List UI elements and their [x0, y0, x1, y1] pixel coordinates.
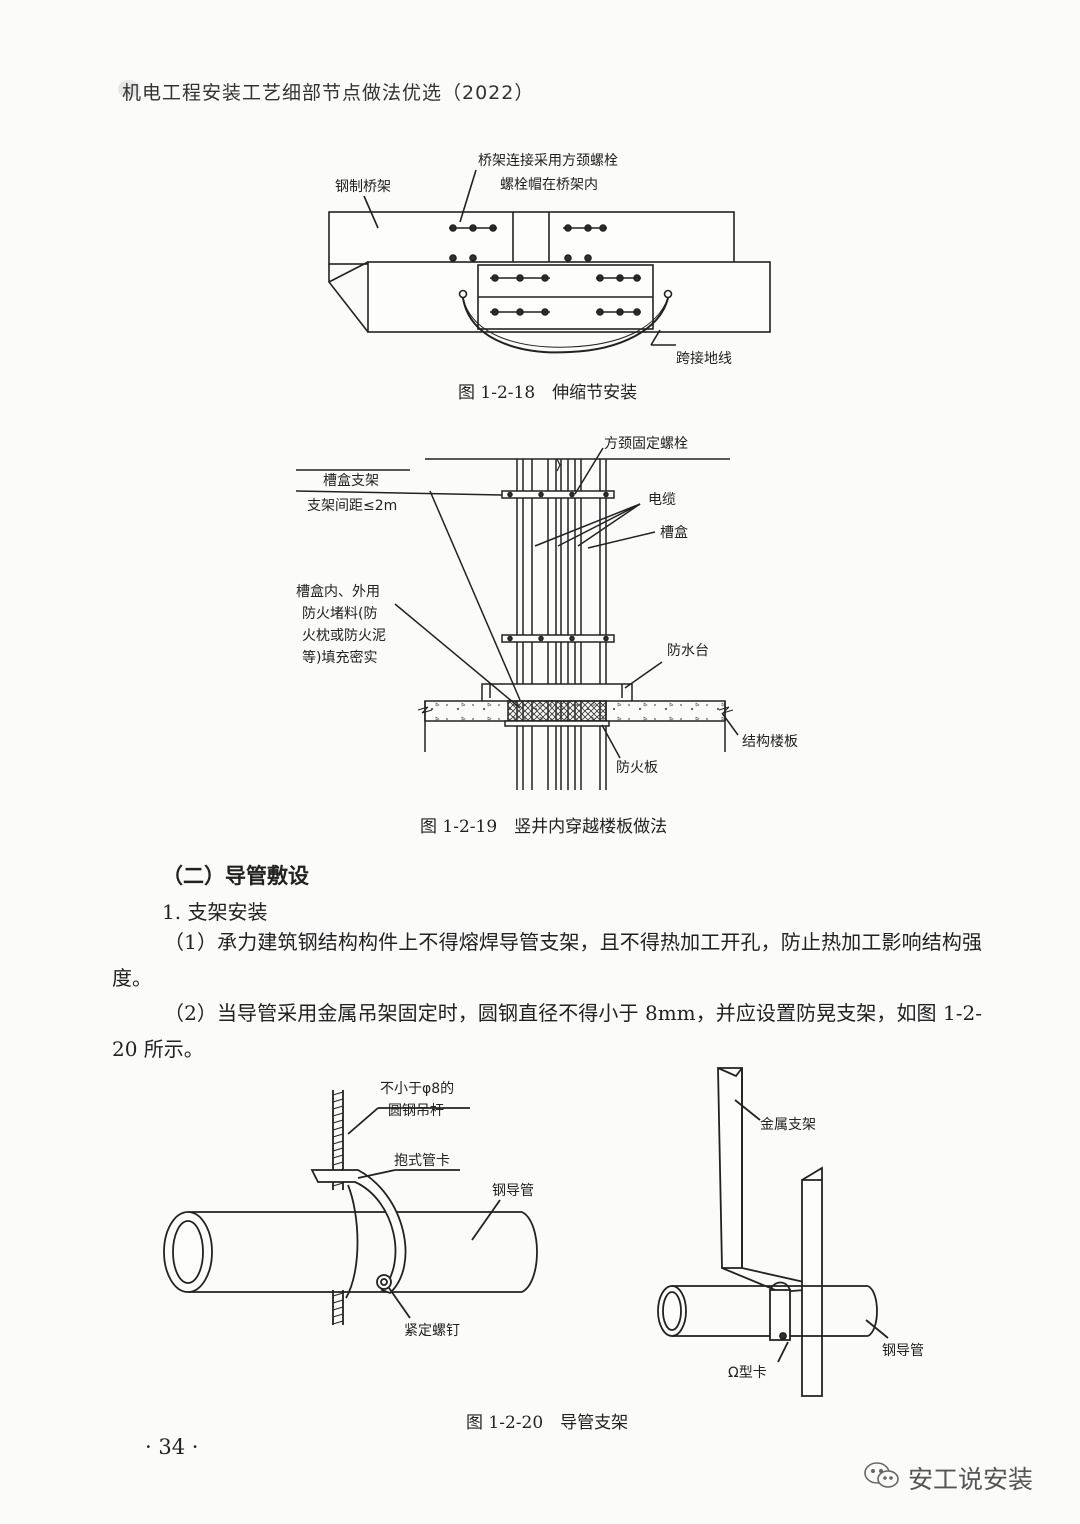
label-steel-pipe-right: 钢导管: [882, 1343, 924, 1359]
fire-board: [504, 720, 610, 727]
label-bolt-note-2: 螺栓帽在桥架内: [500, 177, 598, 193]
label-rod-2: 圆钢吊杆: [388, 1103, 444, 1119]
label-steel-pipe-left: 钢导管: [492, 1183, 534, 1199]
label-trough: 槽盒: [660, 525, 688, 541]
caption-1-2-20: 图 1-2-20 导管支架: [466, 1413, 629, 1433]
paragraph-1: （1）承力建筑钢结构构件上不得熔焊导管支架，且不得热加工开孔，防止热加工影响结构…: [112, 930, 982, 990]
bolts-back: [449, 224, 607, 262]
label-cable: 电缆: [648, 492, 676, 508]
threaded-rod: [332, 1090, 344, 1325]
label-firestop-4: 等)填充密实: [302, 650, 378, 666]
label-ground-wire: 跨接地线: [676, 351, 732, 367]
section-heading: （二）导管敷设: [162, 864, 309, 888]
figure-1-2-19-drawing: [295, 447, 739, 790]
label-waterproof-curb: 防水台: [667, 643, 709, 659]
label-fire-board: 防火板: [616, 760, 658, 776]
metal-bracket: [717, 1067, 743, 1269]
hug-clamp: [310, 1169, 407, 1295]
caption-1-2-18: 图 1-2-18 伸缩节安装: [458, 383, 638, 403]
label-bolt-note-1: 桥架连接采用方颈螺栓: [478, 153, 618, 169]
label-square-neck-bolt: 方颈固定螺栓: [604, 436, 688, 452]
label-firestop-2: 防火堵料(防: [302, 606, 378, 622]
label-steel-tray: 钢制桥架: [335, 179, 391, 195]
figure-1-2-18-drawing: [328, 169, 771, 354]
label-firestop-1: 槽盒内、外用: [296, 584, 380, 600]
label-trough-support: 槽盒支架: [323, 473, 379, 489]
label-metal-bracket: 金属支架: [760, 1117, 816, 1133]
label-support-spacing: 支架间距≤2m: [307, 498, 398, 514]
bolts-plate: [490, 274, 641, 316]
figure-1-2-20-drawing: [163, 1067, 889, 1397]
paragraph-2: （2）当导管采用金属吊架固定时，圆钢直径不得小于 8mm，并应设置防晃支架，如图…: [112, 1001, 982, 1061]
watermark-text: 安工说安装: [908, 1465, 1034, 1494]
waterproof-curb: [481, 683, 633, 701]
steel-pipe-left: [188, 1211, 522, 1293]
header-logo-mark: [118, 80, 140, 98]
vertical-channel: [801, 1179, 823, 1397]
label-firestop-3: 火枕或防火泥: [302, 628, 386, 644]
label-structural-slab: 结构楼板: [742, 734, 798, 750]
label-omega-clamp: Ω型卡: [728, 1365, 767, 1381]
label-rod-1: 不小于φ8的: [380, 1081, 455, 1097]
label-set-screw: 紧定螺钉: [404, 1323, 460, 1339]
wechat-icon: [864, 1462, 899, 1488]
subsection-heading: 1. 支架安装: [162, 900, 268, 924]
support-lower: [501, 634, 615, 643]
tray-back: [328, 211, 735, 265]
label-hug-clamp: 抱式管卡: [394, 1153, 450, 1169]
running-header: 机电工程安装工艺细部节点做法优选（2022）: [122, 82, 535, 104]
page-number: · 34 ·: [145, 1435, 199, 1459]
caption-1-2-19: 图 1-2-19 竖井内穿越楼板做法: [420, 817, 668, 837]
omega-clamp: [769, 1289, 791, 1341]
ground-wire: [462, 297, 669, 354]
